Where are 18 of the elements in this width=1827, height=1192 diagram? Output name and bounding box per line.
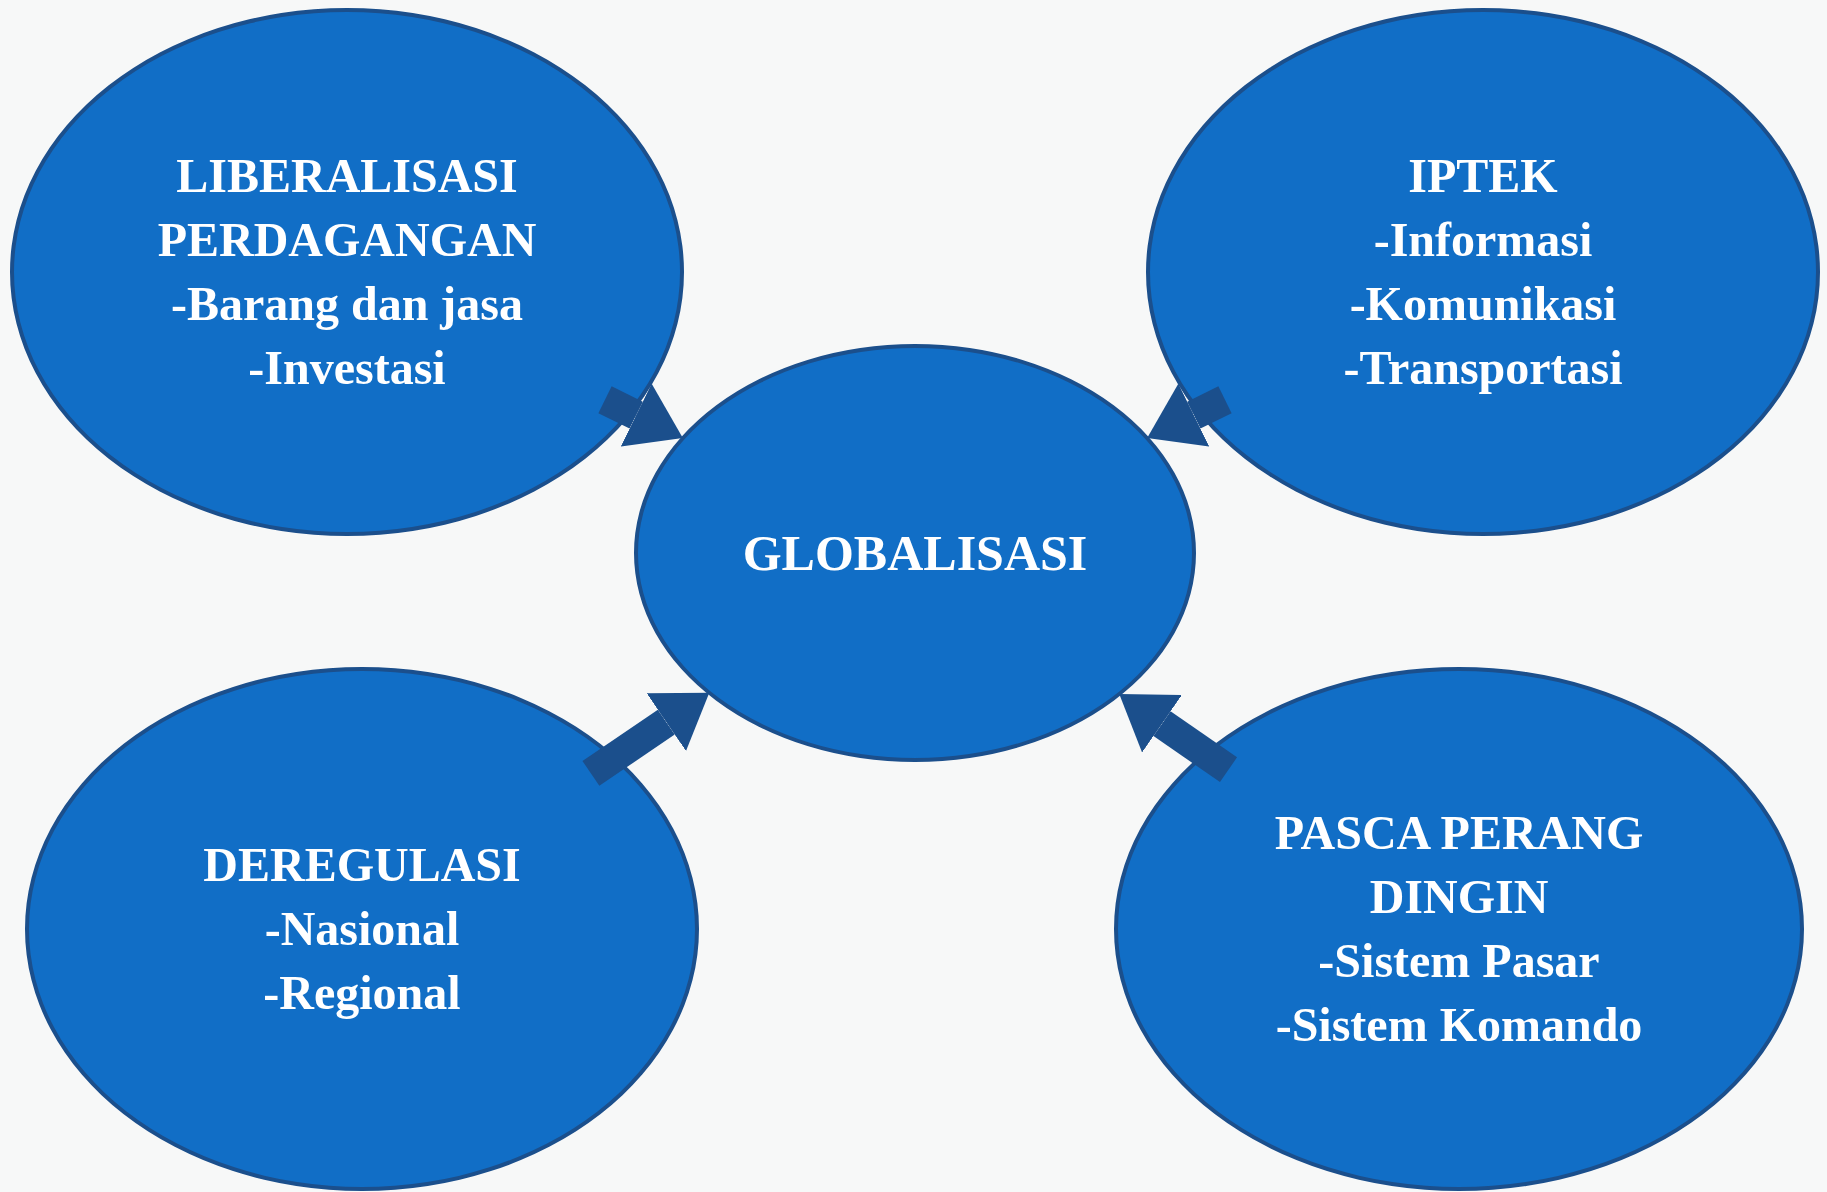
node-text: -Komunikasi	[1348, 276, 1618, 332]
node-text: -Sistem Pasar	[1317, 933, 1601, 989]
node-text: -Regional	[262, 965, 462, 1021]
node-text: -Investasi	[247, 340, 447, 396]
node-text: -Sistem Komando	[1274, 997, 1644, 1053]
node-heading: IPTEK	[1407, 148, 1559, 204]
node-text: -Barang dan jasa	[169, 276, 525, 332]
block-arrow	[598, 383, 683, 447]
block-arrow	[1119, 694, 1238, 783]
node-text: -Transportasi	[1342, 340, 1624, 396]
node-text: -Nasional	[263, 901, 461, 957]
block-arrow	[582, 692, 710, 786]
node-heading: PASCA PERANG DINGIN	[1273, 805, 1645, 925]
node-text: GLOBALISASI	[741, 524, 1089, 583]
node-heading: DEREGULASI	[202, 837, 522, 893]
block-arrow	[1147, 383, 1232, 447]
node-heading: LIBERALISASI PERDAGANGAN	[156, 148, 538, 268]
node-text: -Informasi	[1372, 212, 1594, 268]
